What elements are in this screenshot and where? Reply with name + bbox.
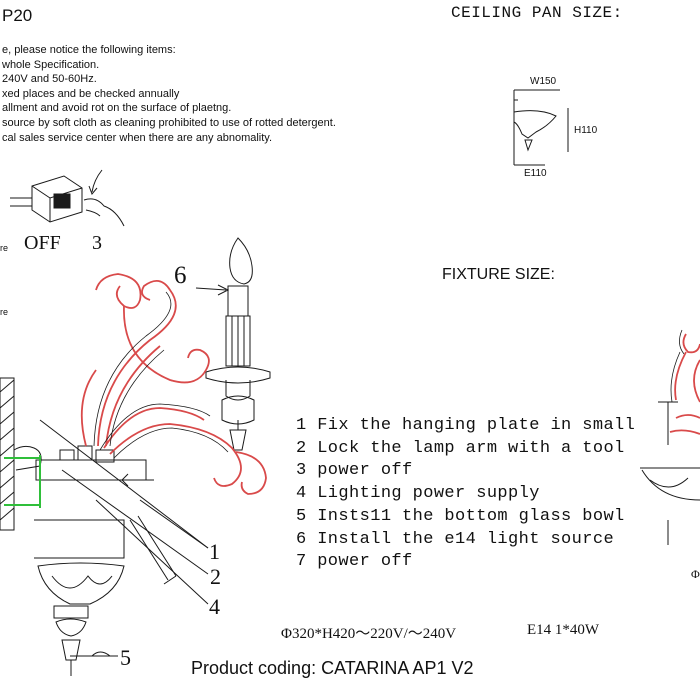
step-item: 1 Fix the hanging plate in small <box>296 416 636 435</box>
spec-fixture-fragment: Φ <box>691 567 700 581</box>
ceiling-pan-drawing <box>513 89 569 166</box>
wall-mount-drawing <box>0 377 147 531</box>
callout-bulb: 6 <box>174 262 187 289</box>
step-item: 7 power off <box>296 552 413 572</box>
ceiling-pan-width-label: W150 <box>530 76 557 87</box>
notice-line: cal sales service center when there are … <box>2 131 273 144</box>
product-coding: Product coding: CATARINA AP1 V2 <box>191 658 474 678</box>
candle-bulb-drawing <box>195 237 271 451</box>
switch-step-number: 3 <box>92 232 102 254</box>
side-fragment-2: re <box>0 307 9 317</box>
callout-5: 5 <box>120 645 131 670</box>
fixture-side-view <box>640 401 700 545</box>
step-item: 3 power off <box>296 461 413 481</box>
step-item: 4 Lighting power supply <box>296 484 540 504</box>
step-item: 2 Lock the lamp arm with a tool <box>296 438 625 458</box>
model-code-fragment: P20 <box>2 6 33 25</box>
tool-drawing <box>129 515 177 585</box>
notice-line: e, please notice the following items: <box>2 44 176 56</box>
callout-1: 1 <box>209 539 220 564</box>
step-item: 5 Insts11 the bottom glass bowl <box>296 506 625 526</box>
bottom-bowl-drawing <box>34 519 125 676</box>
notice-list: e, please notice the following items: wh… <box>2 43 336 145</box>
side-fragment-1: re <box>0 243 9 253</box>
notice-line: source by soft cloth as cleaning prohibi… <box>2 116 336 129</box>
ceiling-pan-height-label: H110 <box>574 125 598 136</box>
step-item: 6 Install the e14 light source <box>296 529 615 549</box>
installation-steps: 1 Fix the hanging plate in small 2 Lock … <box>296 415 635 574</box>
bracket-accent <box>4 455 41 508</box>
ceiling-pan-title: CEILING PAN SIZE: <box>451 4 623 22</box>
fixture-size-title: FIXTURE SIZE: <box>442 266 555 283</box>
power-switch-drawing <box>10 169 125 227</box>
notice-line: xed places and be checked annually <box>2 87 180 100</box>
notice-line: allment and avoid rot on the surface of … <box>2 102 232 115</box>
spec-dimensions-voltage: Φ320*H420～220V/～240V <box>281 626 457 642</box>
callout-2: 2 <box>210 564 221 589</box>
callout-4: 4 <box>209 594 220 619</box>
notice-line: whole Specification. <box>2 58 100 71</box>
callout-leaders <box>39 419 209 657</box>
ceiling-pan-depth-label: E110 <box>524 168 547 179</box>
spec-bulb: E14 1*40W <box>527 622 600 638</box>
notice-line: 240V and 50-60Hz. <box>2 73 97 86</box>
switch-off-label: OFF <box>24 232 61 254</box>
